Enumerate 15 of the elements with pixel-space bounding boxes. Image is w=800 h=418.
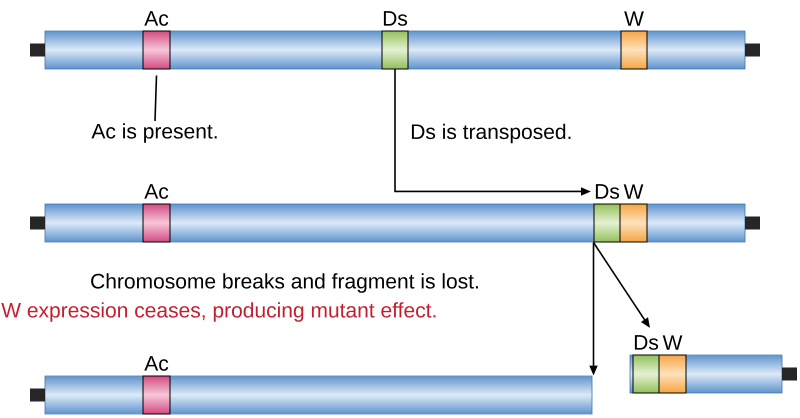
gene-label: W xyxy=(662,335,682,350)
gene-label: Ac xyxy=(144,356,168,371)
gene-label: Ds xyxy=(634,335,658,350)
gene-label: Ds xyxy=(596,184,620,199)
gene-label: W xyxy=(624,184,644,199)
gene-label: Ds xyxy=(384,11,408,26)
note-text: Chromosome breaks and fragment is lost. xyxy=(91,273,478,293)
chromosome-bar xyxy=(30,376,592,414)
caption-text: Ac is present. xyxy=(91,123,217,143)
gene-label: Ac xyxy=(144,184,168,199)
gene-label: W xyxy=(624,11,644,26)
gene-label: Ac xyxy=(144,11,168,26)
edge-label: Ds is transposed. xyxy=(412,124,570,144)
leader-line xyxy=(154,75,158,122)
note-text: W expression ceases, producing mutant effect. xyxy=(1,302,436,322)
